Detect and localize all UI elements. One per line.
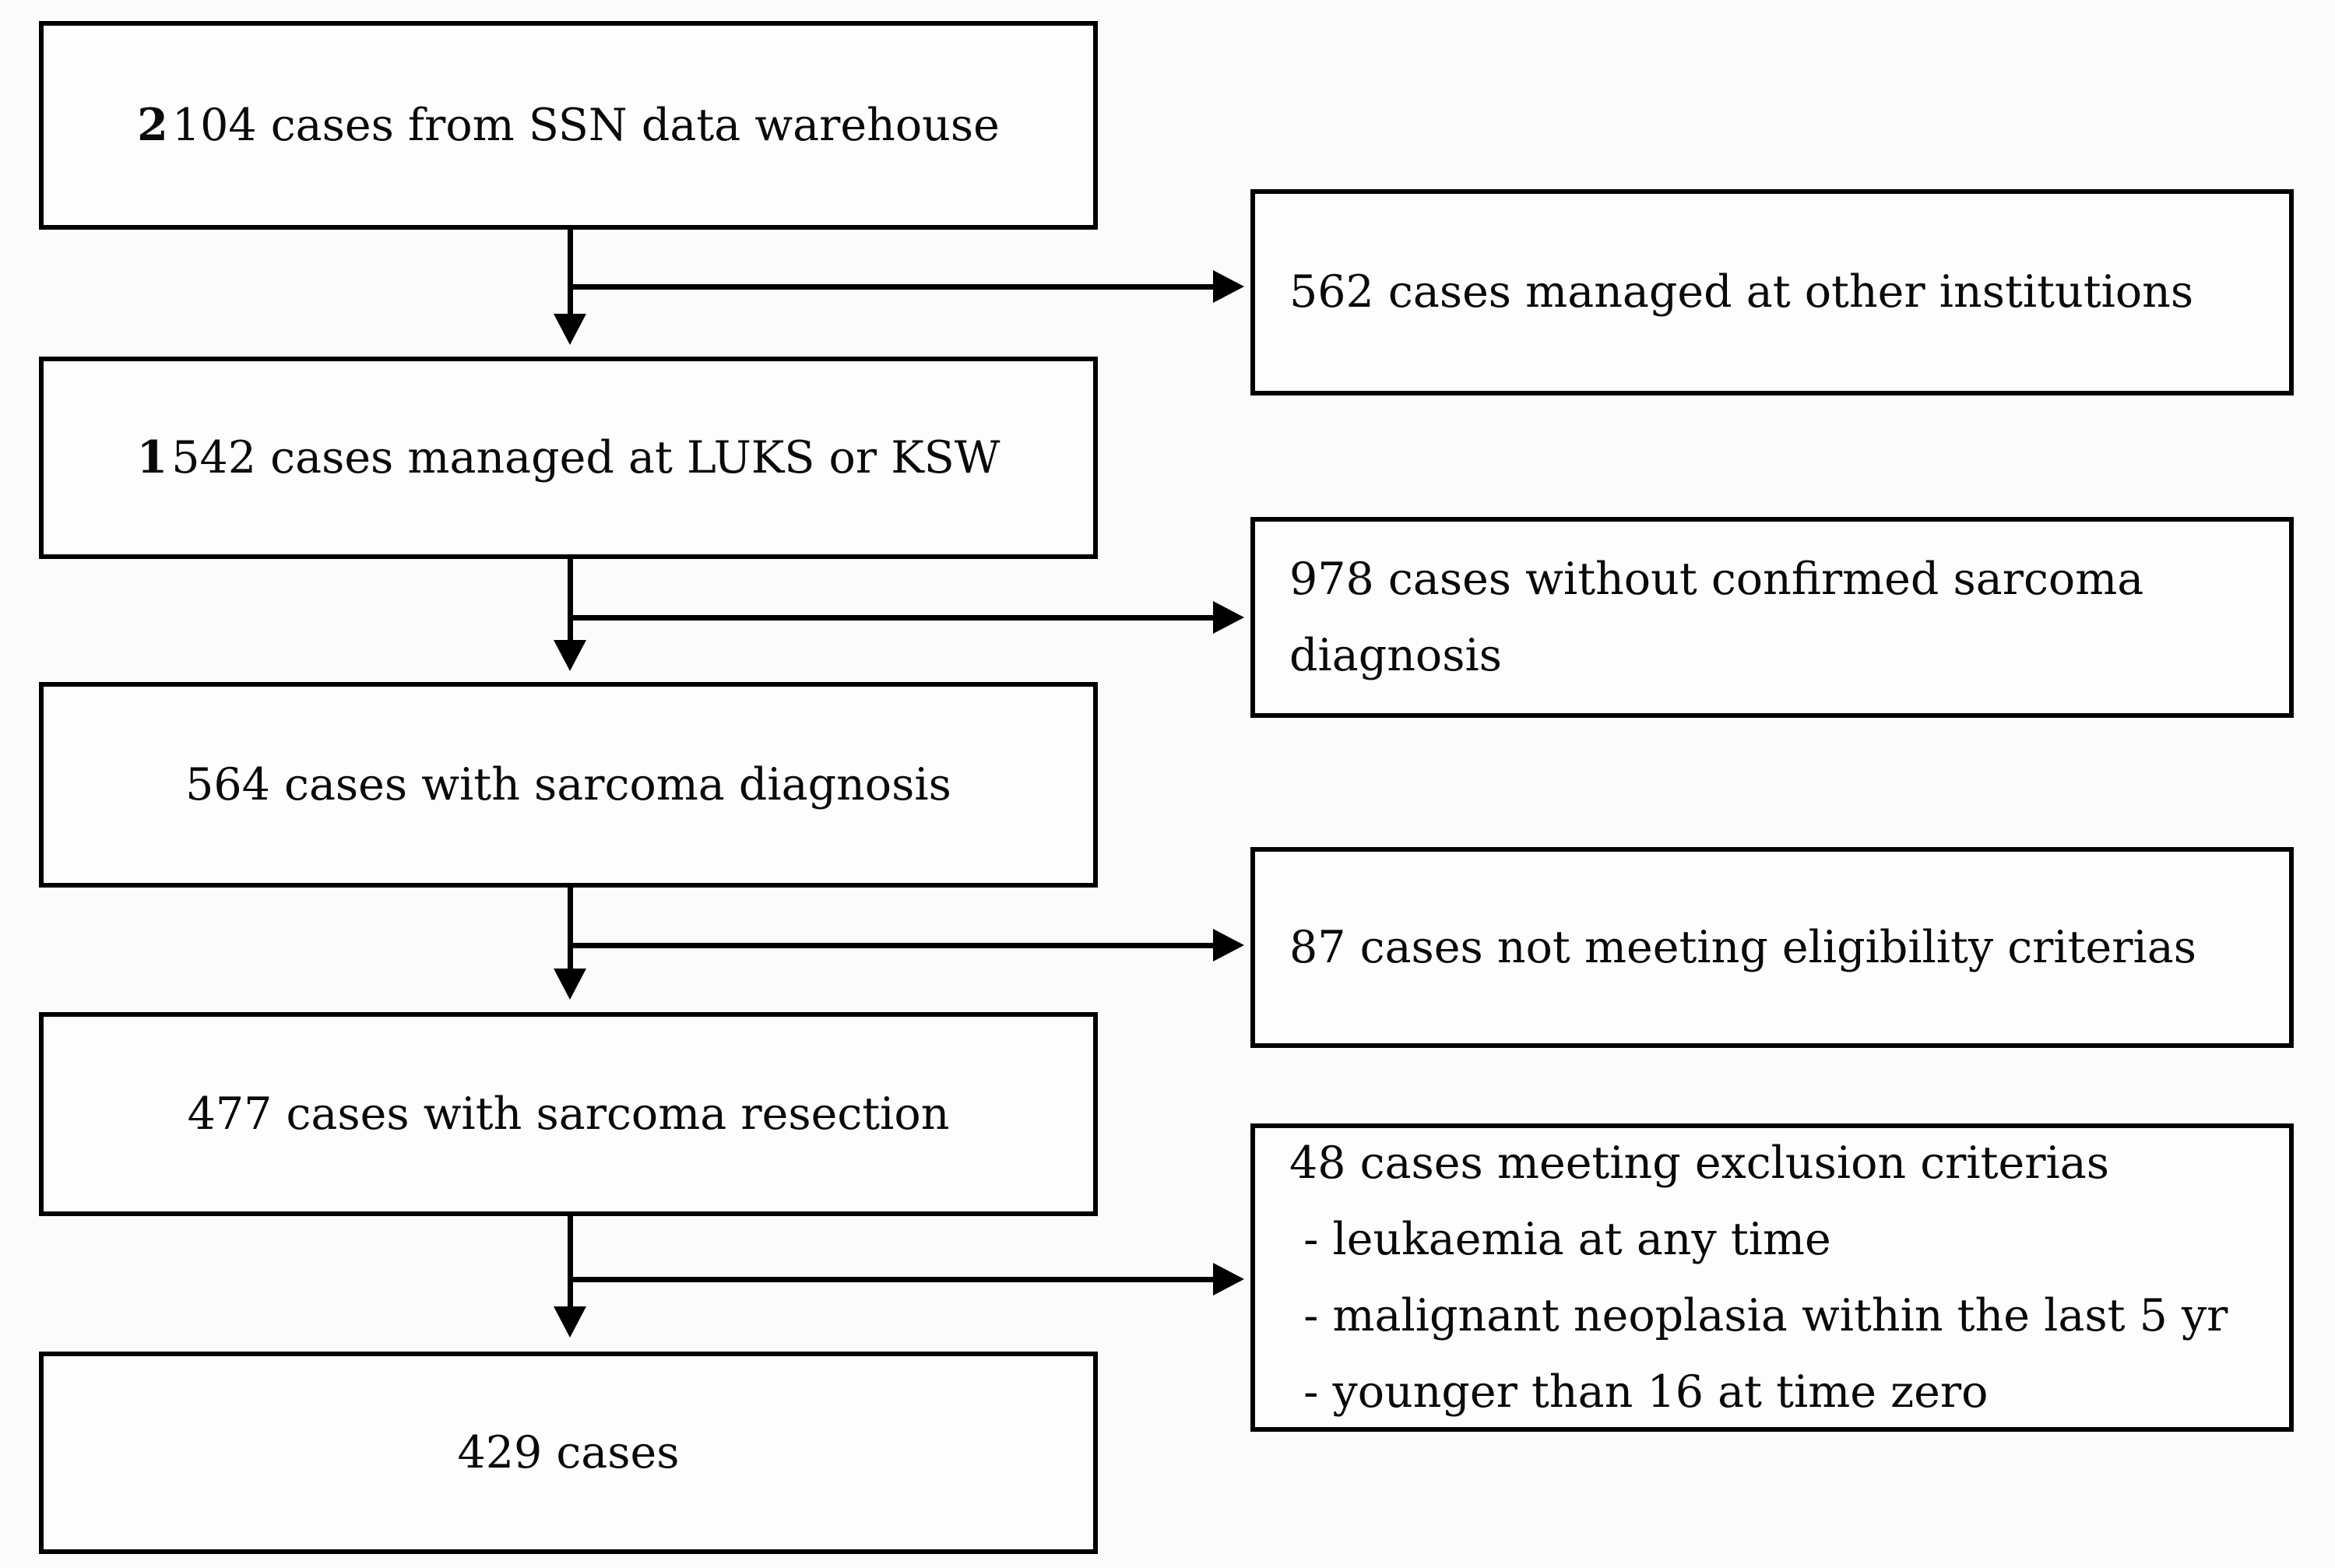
flow-arrow-down-3-shaft xyxy=(568,888,573,970)
box-sarcoma-diagnosis: 564 cases with sarcoma diagnosis xyxy=(39,682,1098,888)
box-label: 1542 cases managed at LUKS or KSW xyxy=(137,429,1000,487)
flow-arrow-down-2-shaft xyxy=(568,559,573,642)
branch-arrow-right-4-head xyxy=(1213,1263,1244,1296)
box-final-cases: 429 cases xyxy=(39,1352,1098,1554)
box-sarcoma-resection: 477 cases with sarcoma resection xyxy=(39,1012,1098,1216)
box-luks-ksw: 1542 cases managed at LUKS or KSW xyxy=(39,357,1098,559)
flow-arrow-down-1-shaft xyxy=(568,230,573,315)
box-label-text: 477 cases with sarcoma resection xyxy=(187,1088,950,1140)
box-label-text: 564 cases with sarcoma diagnosis xyxy=(185,758,951,810)
flow-arrow-down-4-shaft xyxy=(568,1216,573,1308)
box-label: 562 cases managed at other institutions xyxy=(1289,266,2194,318)
box-label-line: - leukaemia at any time xyxy=(1289,1213,1831,1265)
branch-arrow-right-4-shaft xyxy=(570,1277,1213,1282)
branch-arrow-right-3-shaft xyxy=(570,943,1213,948)
box-label: 477 cases with sarcoma resection xyxy=(188,1085,950,1143)
box-label-text: 104 cases from SSN data warehouse xyxy=(171,99,1000,151)
flow-arrow-down-4-head xyxy=(554,1306,586,1338)
flow-arrow-down-1-head xyxy=(554,314,586,345)
box-no-confirmed-diagnosis: 978 cases without confirmed sarcoma diag… xyxy=(1250,517,2294,718)
box-label-line: diagnosis xyxy=(1289,630,1502,681)
box-ssn-warehouse: 2104 cases from SSN data warehouse xyxy=(39,21,1098,230)
box-label-line: - younger than 16 at time zero xyxy=(1289,1366,1989,1419)
box-label-line: 978 cases without confirmed sarcoma xyxy=(1289,553,2144,605)
branch-arrow-right-1-shaft xyxy=(570,284,1213,290)
flow-arrow-down-2-head xyxy=(554,640,586,671)
box-label-text: 429 cases xyxy=(457,1426,680,1478)
box-label-text: 542 cases managed at LUKS or KSW xyxy=(171,431,1000,483)
bold-count-prefix: 2 xyxy=(137,98,168,151)
box-label-line: 48 cases meeting exclusion criterias xyxy=(1289,1137,2109,1189)
box-label: 2104 cases from SSN data warehouse xyxy=(137,97,1000,154)
box-exclusion-criteria: 48 cases meeting exclusion criterias - l… xyxy=(1250,1123,2294,1432)
box-label-line: - malignant neoplasia within the last 5 … xyxy=(1289,1290,2228,1341)
box-label: 564 cases with sarcoma diagnosis xyxy=(185,756,951,814)
branch-arrow-right-2-head xyxy=(1213,601,1244,634)
box-label: 87 cases not meeting eligibility criteri… xyxy=(1289,921,2196,973)
flow-arrow-down-3-head xyxy=(554,969,586,1000)
branch-arrow-right-3-head xyxy=(1213,929,1244,962)
box-not-eligible: 87 cases not meeting eligibility criteri… xyxy=(1250,847,2294,1048)
box-label: 429 cases xyxy=(457,1424,679,1482)
bold-count-prefix: 1 xyxy=(136,431,168,483)
box-other-institutions: 562 cases managed at other institutions xyxy=(1250,189,2294,396)
branch-arrow-right-1-head xyxy=(1213,270,1244,303)
branch-arrow-right-2-shaft xyxy=(570,615,1213,621)
